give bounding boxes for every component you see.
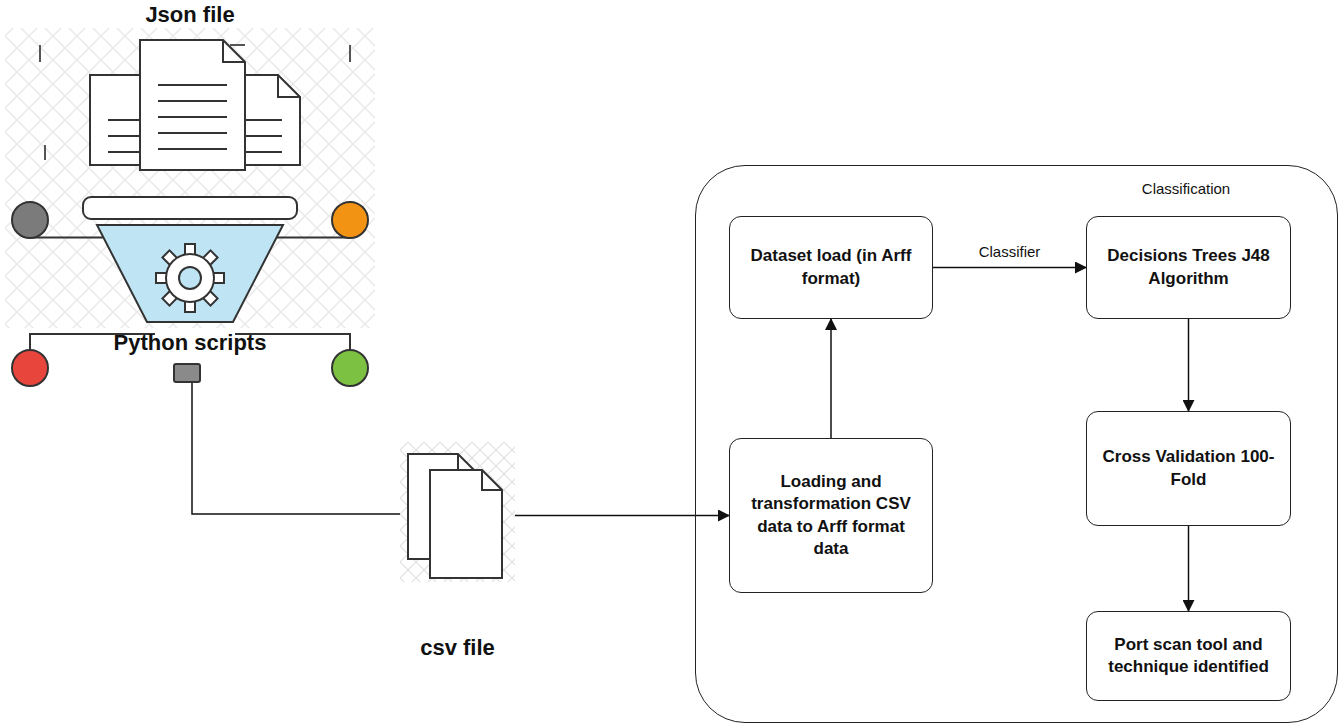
process-box: Port scan tool and technique identified	[1086, 611, 1291, 701]
box-text: Decisions Trees J48 Algorithm	[1097, 245, 1280, 289]
box-text: Cross Validation 100-Fold	[1097, 446, 1280, 490]
box-text: Port scan tool and technique identified	[1097, 634, 1280, 678]
process-box: Cross Validation 100-Fold	[1086, 411, 1291, 526]
connector-arrow	[515, 515, 729, 517]
process-box: Loading and transformation CSV data to A…	[729, 438, 933, 593]
process-box: Dataset load (in Arff format)	[729, 216, 933, 319]
box-text: Dataset load (in Arff format)	[740, 245, 922, 289]
connector-arrow	[1188, 526, 1190, 611]
icon-caption: Json file	[5, 2, 375, 28]
icon-caption: Python scripts	[5, 330, 375, 356]
connector-arrow	[933, 267, 1086, 269]
connector-arrow	[192, 382, 400, 514]
file-icon-node: csv file	[400, 442, 515, 670]
illustration-node: Json filePython scripts	[5, 0, 375, 382]
icon-caption: csv file	[380, 635, 535, 661]
connector-arrow	[1188, 319, 1190, 411]
process-box: Decisions Trees J48 Algorithm	[1086, 216, 1291, 319]
connector-arrow	[830, 319, 832, 438]
group-title: Classification	[1091, 180, 1281, 197]
edge-label: Classifier	[976, 243, 1044, 260]
csv-file-icon	[400, 442, 515, 592]
box-text: Loading and transformation CSV data to A…	[740, 471, 922, 559]
